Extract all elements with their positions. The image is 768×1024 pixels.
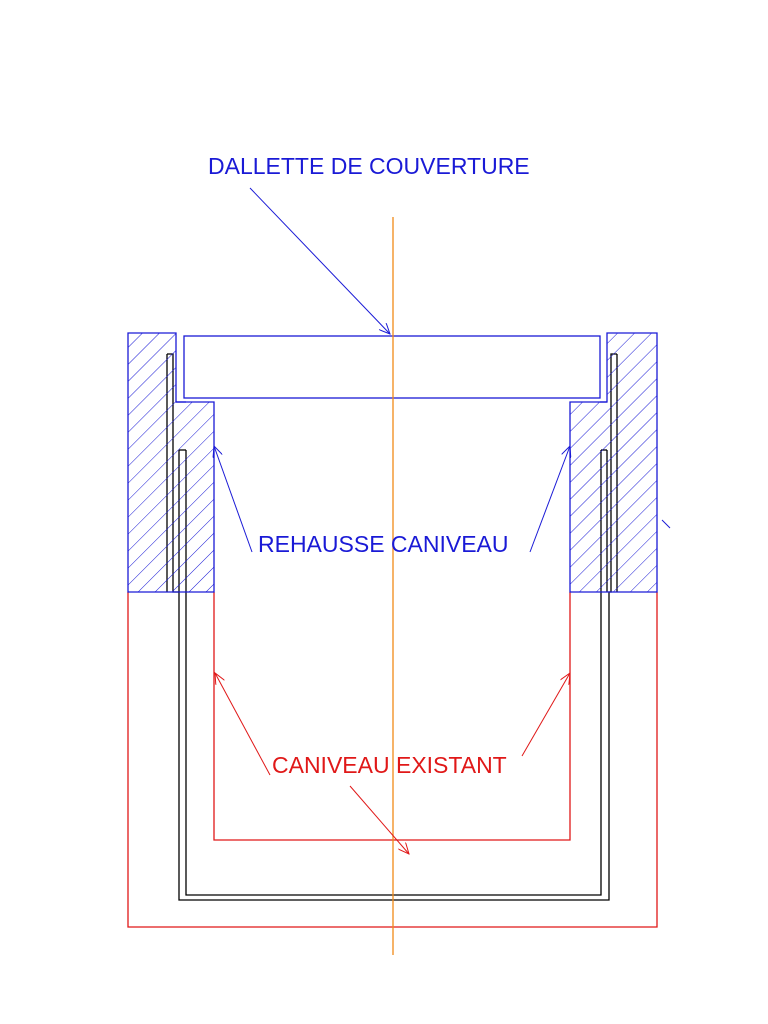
leaders-red	[215, 673, 570, 854]
upstand-left-block	[127, 332, 215, 593]
cover-slab-rect	[183, 335, 601, 399]
upstand-leader-left	[214, 446, 253, 553]
existing-channel-label: CANIVEAU EXISTANT	[272, 752, 507, 778]
channel-leader-left	[215, 673, 271, 776]
cover-slab	[183, 335, 601, 399]
liner-outer	[167, 353, 617, 901]
channel-leader-right	[521, 673, 570, 757]
channel-liner	[166, 353, 618, 901]
cover-slab-label: DALLETTE DE COUVERTURE	[208, 153, 530, 179]
small-tick-mark	[661, 519, 671, 529]
channel-leader-bottom	[349, 785, 409, 854]
cover-slab-leader	[249, 187, 390, 334]
channel-inner-outline	[213, 592, 571, 841]
upstand	[127, 332, 658, 593]
upstand-label: REHAUSSE CANIVEAU	[258, 531, 509, 557]
upstand-leader-right	[529, 446, 570, 553]
leaders-blue	[214, 187, 671, 553]
